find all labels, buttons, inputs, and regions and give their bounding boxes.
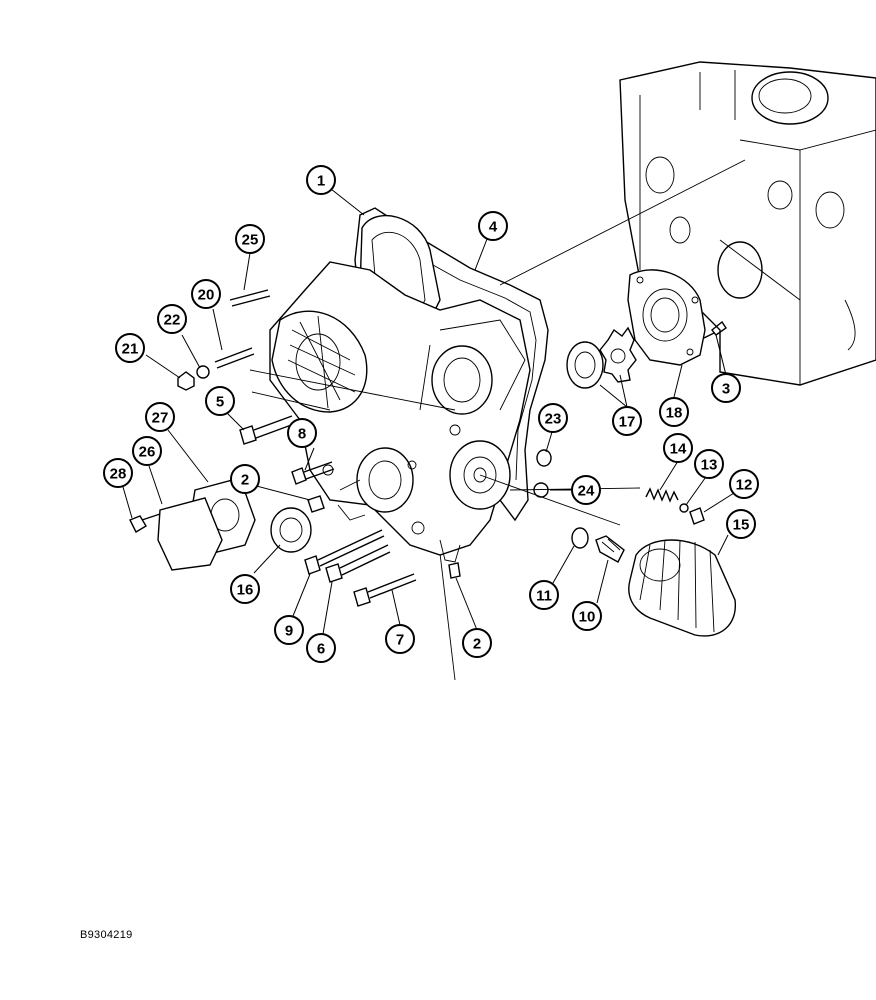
callout-label: 6 (317, 641, 325, 658)
callout-7: 7 (385, 624, 415, 654)
callout-label: 11 (536, 588, 552, 605)
callout-label: 10 (579, 609, 596, 626)
callout-15: 15 (726, 509, 756, 539)
nut-21 (177, 371, 195, 391)
relief-valve-spring (645, 487, 679, 503)
bolt-9 (304, 529, 385, 575)
callout-label: 23 (545, 411, 562, 428)
callout-label: 16 (237, 582, 254, 599)
callout-9: 9 (274, 615, 304, 645)
plug-2-bottom (448, 562, 461, 579)
leader-lines (122, 188, 735, 635)
rear-cover-plate (157, 497, 223, 571)
callout-label: 17 (619, 414, 636, 431)
timing-cover-housing (249, 261, 641, 563)
callout-23: 23 (538, 403, 568, 433)
callout-label: 5 (216, 394, 224, 411)
callout-label: 7 (396, 632, 404, 649)
oil-pump-rotors (566, 326, 637, 389)
engine-block (619, 61, 876, 386)
figure-reference: B9304219 (80, 929, 133, 941)
callout-6: 6 (306, 633, 336, 663)
callout-14: 14 (663, 433, 693, 463)
callout-label: 27 (152, 410, 169, 427)
callout-18: 18 (659, 397, 689, 427)
washer-11 (571, 527, 589, 549)
callout-label: 22 (164, 312, 181, 329)
callout-label: 26 (139, 444, 156, 461)
callout-label: 15 (733, 517, 750, 534)
stud-25 (229, 289, 271, 307)
callout-label: 24 (578, 483, 595, 500)
plug-2-left (307, 495, 325, 513)
callout-3: 3 (711, 373, 741, 403)
callout-10: 10 (572, 601, 602, 631)
callout-20: 20 (191, 279, 221, 309)
callout-28: 28 (103, 458, 133, 488)
callout-label: 21 (122, 341, 139, 358)
callout-21: 21 (115, 333, 145, 363)
callout-17: 17 (612, 406, 642, 436)
o-ring-24 (533, 482, 549, 498)
callout-5: 5 (205, 386, 235, 416)
callout-label: 4 (489, 219, 498, 236)
filter-adapter-10 (595, 535, 625, 563)
callout-8: 8 (287, 418, 317, 448)
callout-label: 28 (110, 466, 127, 483)
callout-label: 1 (317, 173, 325, 190)
callout-2-bottom: 2 (462, 628, 492, 658)
callout-label: 2 (241, 472, 249, 489)
relief-valve-plug (689, 507, 705, 525)
oil-pump-cover (627, 269, 706, 366)
callout-1: 1 (306, 165, 336, 195)
oil-seal (270, 507, 312, 553)
callout-label: 20 (198, 287, 215, 304)
callout-label: 25 (242, 232, 259, 249)
callout-label: 2 (473, 636, 481, 653)
bolt-28 (129, 513, 161, 533)
bolt-6 (325, 544, 391, 583)
callout-16: 16 (230, 574, 260, 604)
callout-24: 24 (571, 475, 601, 505)
callout-2-left: 2 (230, 464, 260, 494)
callout-label: 8 (298, 426, 306, 443)
callout-22: 22 (157, 304, 187, 334)
callout-11: 11 (529, 580, 559, 610)
screw-3 (703, 320, 727, 339)
callout-13: 13 (694, 449, 724, 479)
callout-label: 12 (736, 477, 753, 494)
callout-12: 12 (729, 469, 759, 499)
callout-4: 4 (478, 211, 508, 241)
bolt-8 (291, 461, 335, 485)
stud-20 (214, 347, 255, 369)
bolt-5 (239, 415, 295, 445)
relief-valve-ball (679, 503, 689, 513)
callout-25: 25 (235, 224, 265, 254)
callout-label: 14 (670, 441, 687, 458)
washer-22 (196, 365, 210, 379)
callout-label: 3 (722, 381, 730, 398)
callout-26: 26 (132, 436, 162, 466)
callout-label: 13 (701, 457, 718, 474)
o-ring-23 (536, 449, 552, 467)
callout-label: 18 (666, 405, 683, 422)
callout-27: 27 (145, 402, 175, 432)
bolt-7 (353, 573, 417, 607)
oil-filter (628, 539, 736, 637)
callout-label: 9 (285, 623, 293, 640)
